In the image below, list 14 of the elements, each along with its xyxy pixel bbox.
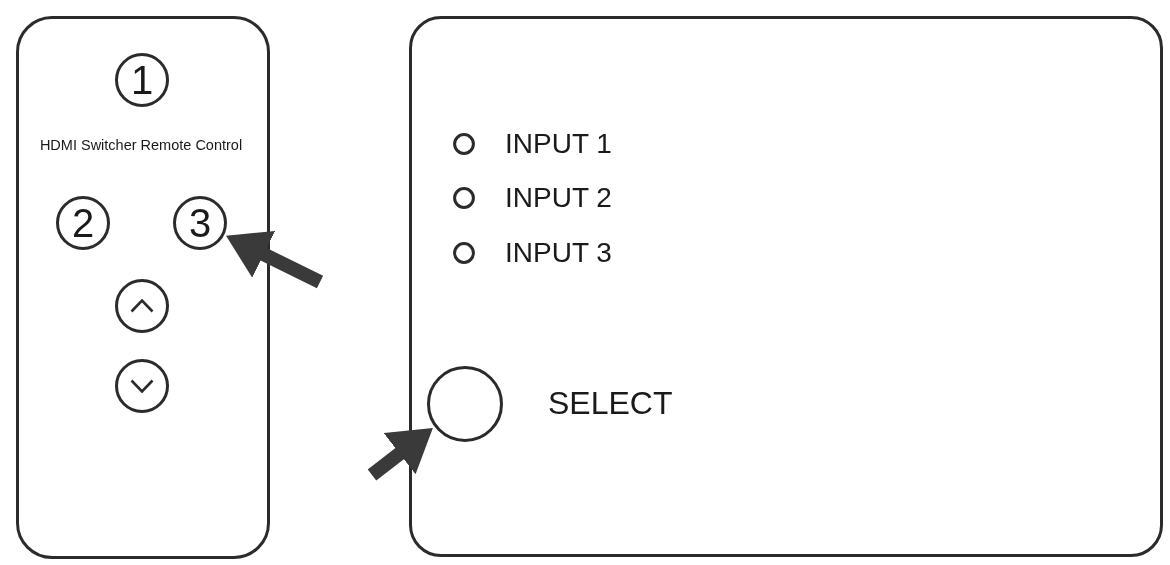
number-button: 2 bbox=[56, 196, 110, 250]
input-label: INPUT 3 bbox=[505, 236, 612, 270]
switcher-panel bbox=[409, 16, 1163, 557]
number-button: 1 bbox=[115, 53, 169, 107]
up-button bbox=[115, 279, 169, 333]
arrow bbox=[367, 427, 433, 481]
remote-control-body bbox=[16, 16, 270, 559]
arrow bbox=[226, 231, 324, 289]
button-label: SELECT bbox=[548, 385, 673, 422]
input-label: INPUT 1 bbox=[505, 127, 612, 161]
number-button: 3 bbox=[173, 196, 227, 250]
device-label: HDMI Switcher Remote Control bbox=[39, 136, 243, 154]
input-label: INPUT 2 bbox=[505, 181, 612, 215]
down-button bbox=[115, 359, 169, 413]
